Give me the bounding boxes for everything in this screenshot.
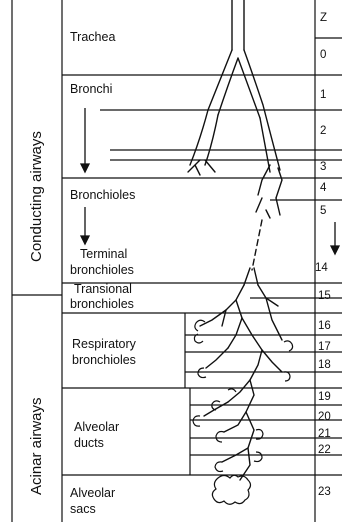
generation-number: 3 <box>320 161 342 173</box>
arrow-bronchi-head <box>81 164 89 172</box>
generation-number: 20 <box>318 411 342 423</box>
generation-number: 0 <box>320 49 342 61</box>
generation-number: 18 <box>318 359 342 371</box>
generation-number: 23 <box>318 486 342 498</box>
zone-label-acinar: Acinar airways <box>28 397 45 495</box>
arrow-generation-head <box>331 246 339 254</box>
label-transitional-line2: bronchioles <box>70 297 134 311</box>
generation-number: 15 <box>318 290 342 302</box>
label-trachea: Trachea <box>70 30 115 44</box>
generation-number: 5 <box>320 205 342 217</box>
generation-column-header: Z <box>320 12 342 24</box>
generation-number: 4 <box>320 182 342 194</box>
label-alveolar-ducts-line2: ducts <box>74 436 104 450</box>
alveolar-sacs-cluster <box>193 320 293 504</box>
airway-tree <box>188 0 282 480</box>
generation-number: 22 <box>318 444 342 456</box>
label-terminal-line2: bronchioles <box>70 263 134 277</box>
label-bronchioles: Bronchioles <box>70 188 135 202</box>
arrow-bronchioles-head <box>81 236 89 244</box>
generation-number: 17 <box>318 341 342 353</box>
label-respiratory-line1: Respiratory <box>72 337 136 351</box>
generation-number: 1 <box>320 89 342 101</box>
zone-label-conducting: Conducting airways <box>28 131 45 262</box>
generation-number: 2 <box>320 125 342 137</box>
generation-number: 16 <box>318 320 342 332</box>
label-alveolar-sacs-line2: sacs <box>70 502 96 516</box>
generation-number: 21 <box>318 428 342 440</box>
label-alveolar-ducts-line1: Alveolar <box>74 420 119 434</box>
label-alveolar-sacs-line1: Alveolar <box>70 486 115 500</box>
label-terminal-line1: Terminal <box>80 247 127 261</box>
label-bronchi: Bronchi <box>70 82 112 96</box>
generation-number: 19 <box>318 391 342 403</box>
generation-number: 14 <box>315 262 341 274</box>
label-transitional-line1: Transional <box>74 282 132 296</box>
label-respiratory-line2: bronchioles <box>72 353 136 367</box>
